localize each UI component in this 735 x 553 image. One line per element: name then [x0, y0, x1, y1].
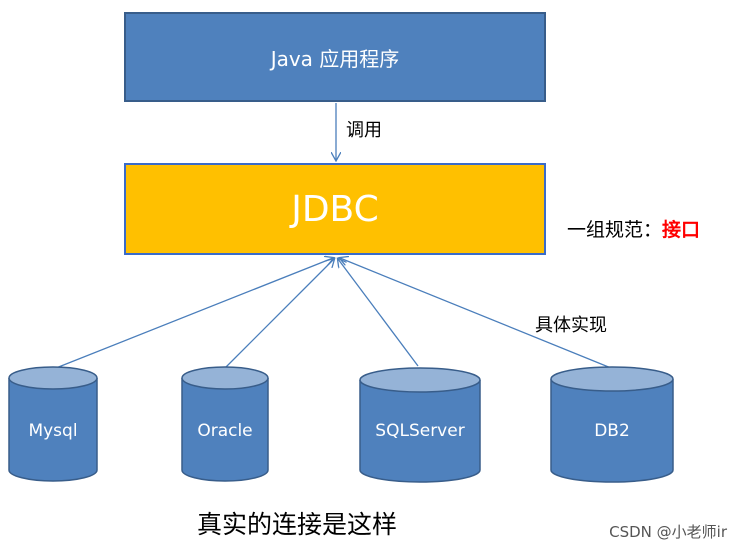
db-cylinder-db2 — [550, 366, 674, 483]
db-label-oracle: Oracle — [197, 421, 253, 441]
spec-label-prefix: 一组规范： — [567, 219, 663, 241]
bottom-caption: 真实的连接是这样 — [197, 510, 398, 539]
oracle-arrow — [224, 259, 334, 369]
db2-arrow — [340, 258, 612, 369]
jdbc-box: JDBC — [124, 163, 546, 255]
watermark: CSDN @小老师ir — [609, 523, 727, 541]
db-cylinder-sqlserver — [359, 367, 481, 483]
db-label-db2: DB2 — [594, 421, 630, 441]
db-label-mysql: Mysql — [28, 421, 78, 441]
db-cylinder-mysql — [8, 366, 98, 482]
spec-label-highlight: 接口 — [662, 219, 701, 241]
db-cylinder-oracle — [181, 366, 269, 482]
implementation-label: 具体实现 — [535, 315, 607, 336]
call-label: 调用 — [346, 120, 382, 141]
java-app-label: Java 应用程序 — [270, 46, 400, 71]
spec-label: 一组规范：接口 — [567, 215, 700, 242]
mysql-arrow — [55, 258, 333, 369]
jdbc-label: JDBC — [291, 188, 379, 230]
sqlserver-arrow — [338, 259, 419, 367]
db-label-sqlserver: SQLServer — [375, 421, 465, 441]
java-app-box: Java 应用程序 — [124, 12, 546, 102]
